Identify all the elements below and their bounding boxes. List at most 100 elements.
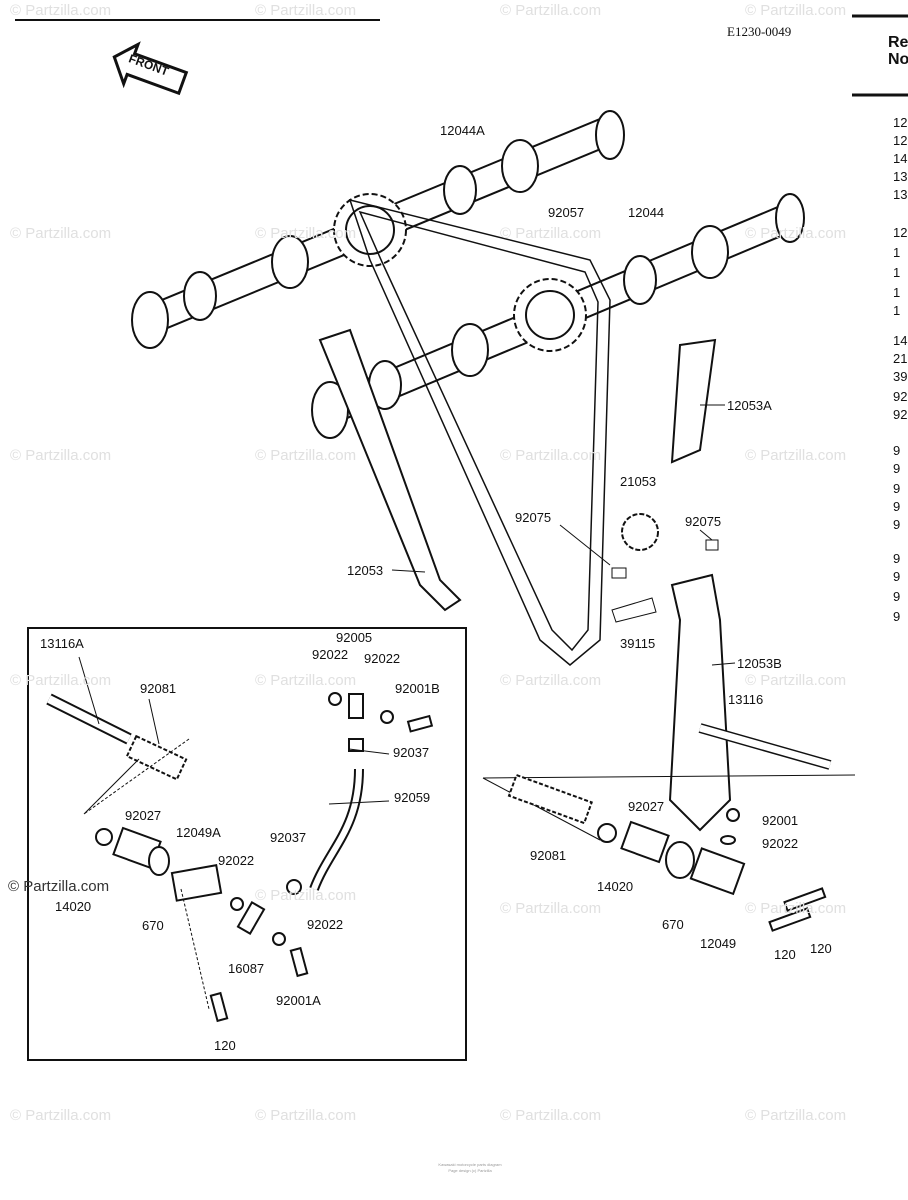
part-label: 92005: [336, 630, 373, 645]
ref-number: 9: [893, 517, 901, 532]
part-label: 92022: [364, 651, 401, 666]
part-label: 12053B: [737, 656, 782, 671]
ref-number: 9: [893, 551, 901, 566]
part-label: 92037: [270, 830, 307, 845]
footer-line1: Kawasaki motorcycle parts diagram: [438, 1162, 502, 1167]
ref-number: 39: [893, 369, 908, 384]
part-label: 92001A: [276, 993, 321, 1008]
ref-number: 21: [893, 351, 908, 366]
part-label: 92027: [125, 808, 162, 823]
ref-number: 14: [893, 151, 908, 166]
part-label: 92059: [394, 790, 431, 805]
inset-art: [46, 656, 434, 1023]
watermark: © Partzilla.com: [745, 1107, 847, 1124]
part-label: 92081: [530, 848, 567, 863]
part-label: 12053: [347, 563, 384, 578]
watermark: © Partzilla.com: [10, 225, 112, 242]
part-label: 12049A: [176, 825, 221, 840]
ref-number: 1: [893, 245, 901, 260]
part-label: 92075: [515, 510, 552, 525]
ref-number: 92: [893, 389, 908, 404]
part-label: 92001B: [395, 681, 440, 696]
ref-number: 9: [893, 609, 901, 624]
watermark: © Partzilla.com: [255, 1107, 357, 1124]
ref-number: 9: [893, 443, 901, 458]
part-label: 120: [810, 941, 832, 956]
ref-number: 9: [893, 589, 901, 604]
watermark: © Partzilla.com: [10, 672, 112, 689]
part-label: 92081: [140, 681, 177, 696]
diagram-code: E1230-0049: [727, 24, 792, 39]
part-label: 92057: [548, 205, 585, 220]
part-label: 92022: [762, 836, 799, 851]
watermark: © Partzilla.com: [10, 1107, 112, 1124]
ref-number: 12: [893, 133, 908, 148]
idler-sprocket-21053: [621, 513, 659, 551]
part-label: 92022: [218, 853, 255, 868]
ref-number: 1: [893, 265, 901, 280]
footer: Kawasaki motorcycle parts diagram Page d…: [320, 1162, 620, 1174]
part-label: 92001: [762, 813, 799, 828]
watermark: © Partzilla.com: [500, 900, 602, 917]
watermark-dark: © Partzilla.com: [8, 878, 110, 895]
watermark: © Partzilla.com: [500, 225, 602, 242]
header-line1: Re: [888, 34, 908, 51]
part-label: 39115: [620, 636, 656, 651]
watermark: © Partzilla.com: [255, 887, 357, 904]
part-label: 21053: [620, 474, 657, 489]
ref-number: 9: [893, 499, 901, 514]
watermark: © Partzilla.com: [745, 672, 847, 689]
ref-number: 12: [893, 225, 908, 240]
part-label: 12053A: [727, 398, 772, 413]
ref-no-header: Re No: [888, 34, 908, 68]
chain-guide-12053: [318, 328, 462, 612]
ref-number: 1: [893, 285, 901, 300]
watermark: © Partzilla.com: [745, 900, 847, 917]
ref-number: 14: [893, 333, 908, 348]
part-label: 670: [142, 918, 164, 933]
part-label: 92022: [312, 647, 349, 662]
chain-guide-12053a: [670, 338, 717, 464]
watermark: © Partzilla.com: [500, 447, 602, 464]
inset-box: [27, 627, 467, 1061]
part-92075b: [611, 567, 627, 579]
ref-number: 9: [893, 569, 901, 584]
part-label: 14020: [597, 879, 634, 894]
footer-line2: Page design (c) Partzilla: [448, 1168, 492, 1173]
watermark: © Partzilla.com: [255, 447, 357, 464]
ref-number: 13: [893, 187, 908, 202]
part-92075: [705, 539, 719, 551]
part-39115: [611, 597, 657, 623]
watermark: © Partzilla.com: [745, 2, 847, 19]
watermark: © Partzilla.com: [500, 2, 602, 19]
ref-number: 13: [893, 169, 908, 184]
watermark: © Partzilla.com: [745, 447, 847, 464]
watermark: © Partzilla.com: [255, 225, 357, 242]
part-label: 670: [662, 917, 684, 932]
part-label: 92027: [628, 799, 665, 814]
part-label: 120: [214, 1038, 236, 1053]
sprocket-lower: [513, 278, 587, 352]
part-label: 92022: [307, 917, 344, 932]
watermark: © Partzilla.com: [745, 225, 847, 242]
ref-number: 1: [893, 303, 901, 318]
header-line2: No: [888, 51, 908, 68]
part-label: 16087: [228, 961, 265, 976]
part-label: 92037: [393, 745, 430, 760]
part-label: 12049: [700, 936, 737, 951]
part-label: 13116: [728, 692, 764, 707]
ref-number: 12: [893, 115, 908, 130]
watermark: © Partzilla.com: [255, 2, 357, 19]
part-label: 12044A: [440, 123, 485, 138]
tensioner-arm-12053b: [668, 573, 732, 832]
part-label: 120: [774, 947, 796, 962]
part-label: 14020: [55, 899, 92, 914]
part-label: 92075: [685, 514, 722, 529]
front-arrow-icon: [112, 41, 189, 96]
part-label: 12044: [628, 205, 665, 220]
ref-number: 92: [893, 407, 908, 422]
cam-chain-92057: [348, 198, 611, 666]
ref-number: 9: [893, 481, 901, 496]
watermark: © Partzilla.com: [255, 672, 357, 689]
